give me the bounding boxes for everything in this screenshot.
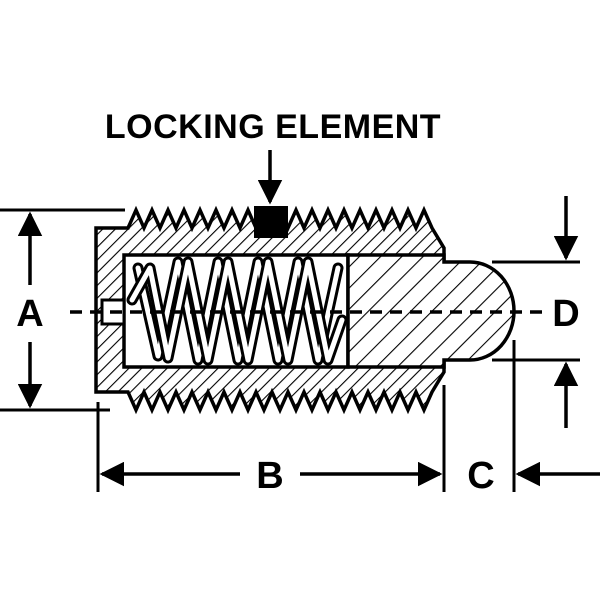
dimension-a: A <box>0 208 125 412</box>
locking-element-label: LOCKING ELEMENT <box>105 108 441 146</box>
dimension-b-label: B <box>256 455 283 497</box>
dimension-c-label: C <box>467 455 494 497</box>
dimension-c: C <box>467 340 600 497</box>
locking-element <box>254 206 288 238</box>
dimension-d: D <box>492 196 580 428</box>
dimension-a-label: A <box>16 293 43 335</box>
dimension-b: B <box>96 385 446 497</box>
dimension-d-label: D <box>552 293 579 335</box>
